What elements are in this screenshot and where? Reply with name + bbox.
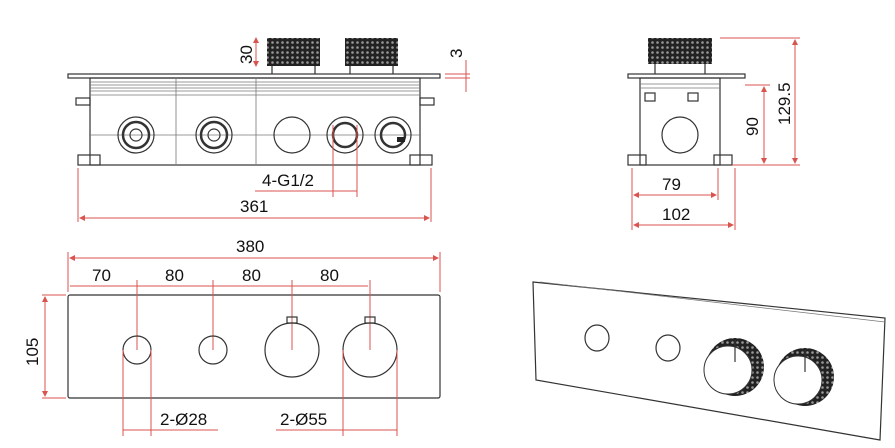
dim-knob-height: 30 [237,45,256,64]
dim-base-width: 102 [662,205,690,224]
dim-large-holes: 2-Ø55 [280,410,327,429]
dim-spacing: 80 [320,266,339,285]
dim-spacing: 80 [242,266,261,285]
dim-plate-width: 380 [236,237,264,256]
dim-small-holes: 2-Ø28 [160,410,207,429]
dim-body-width: 361 [240,197,268,216]
side-view: 129.5 90 79 102 [627,37,800,230]
dim-side-width: 79 [662,175,681,194]
dim-plate-thickness: 3 [447,49,466,58]
plan-view: 380 70 80 80 80 105 2-Ø28 2-Ø55 [23,237,441,436]
dim-total-depth: 129.5 [775,82,794,125]
valve-body [89,77,421,166]
perspective-view [532,281,886,441]
dim-plate-height: 105 [23,338,42,366]
dim-body-depth: 90 [743,117,762,136]
front-view: 30 3 4-G1/2 361 [67,37,470,222]
knurled-knob [648,38,712,64]
knurled-knob [267,38,320,66]
knurled-knob [345,38,398,66]
dim-spacing: 70 [92,266,111,285]
dim-spacing: 80 [165,266,184,285]
dim-thread: 4-G1/2 [262,171,314,190]
